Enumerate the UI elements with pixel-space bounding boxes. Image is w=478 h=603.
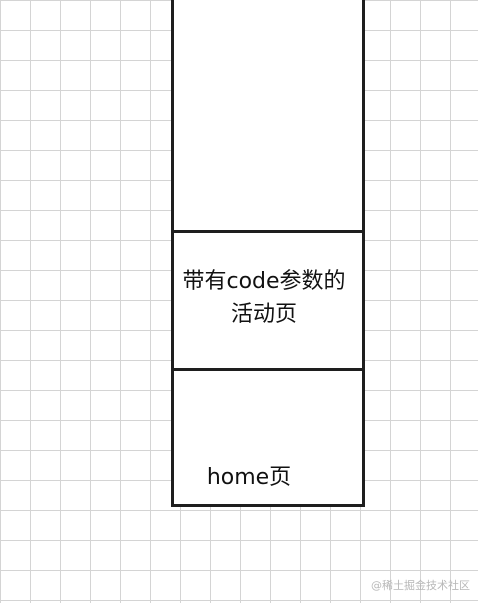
- activity-page-label-line2: 活动页: [230, 302, 297, 327]
- watermark: @稀土掘金技术社区: [371, 579, 470, 592]
- home-page-label: home页: [206, 465, 292, 490]
- activity-page-label-line1: 带有code参数的: [182, 269, 346, 294]
- page-stack-diagram: 带有code参数的 活动页 home页: [171, 0, 365, 507]
- section-divider: [174, 230, 362, 233]
- activity-page-label: 带有code参数的 活动页: [167, 265, 361, 331]
- section-divider: [174, 368, 362, 371]
